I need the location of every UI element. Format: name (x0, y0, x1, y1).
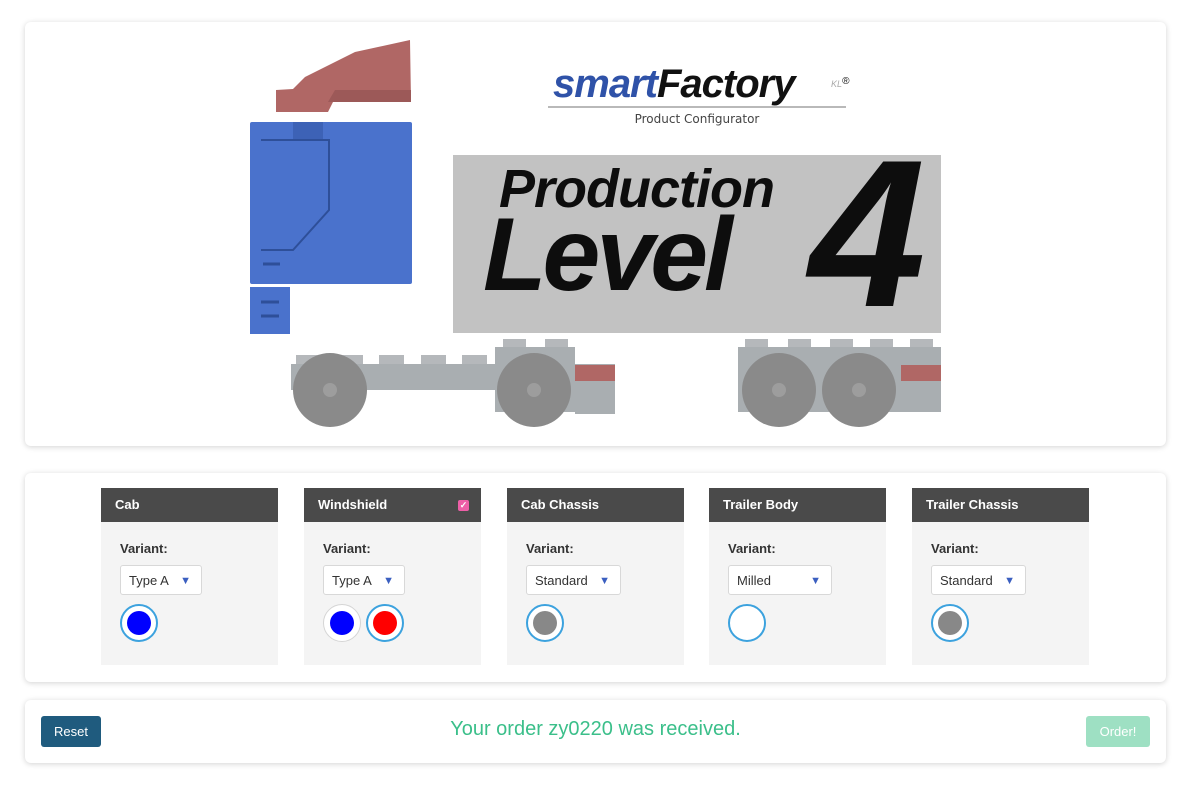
logo-suffix: KL® (831, 76, 849, 89)
color-swatch-red[interactable] (366, 604, 404, 642)
cab-chassis-variant-select[interactable]: Standard ▼ (526, 565, 621, 595)
color-swatch-blue[interactable] (120, 604, 158, 642)
select-value: Standard (535, 573, 588, 588)
logo-underline (548, 106, 846, 108)
trailer-chassis-variant-select[interactable]: Standard ▼ (931, 565, 1026, 595)
variant-label: Variant: (323, 541, 371, 556)
truck-illustration (250, 40, 941, 427)
swatch-dot (127, 611, 151, 635)
panel-title: Cab Chassis (507, 488, 684, 522)
panel-title: Trailer Chassis (912, 488, 1089, 522)
swatch-dot (533, 611, 557, 635)
trailer-text-level: Level (483, 197, 733, 313)
panel-cab-chassis: Cab Chassis Variant: Standard ▼ (507, 488, 684, 665)
color-swatch-grey[interactable] (526, 604, 564, 642)
cab-variant-select[interactable]: Type A ▼ (120, 565, 202, 595)
logo-registered: ® (842, 76, 850, 87)
chevron-down-icon: ▼ (383, 575, 394, 587)
order-button[interactable]: Order! (1086, 716, 1150, 747)
truck-preview-card: Production Level 4 smartFactory KL® Prod… (25, 22, 1166, 446)
panel-trailer-chassis: Trailer Chassis Variant: Standard ▼ (912, 488, 1089, 665)
chevron-down-icon: ▼ (810, 575, 821, 587)
logo-kl: KL (831, 79, 843, 89)
select-value: Milled (737, 573, 771, 588)
chevron-down-icon: ▼ (180, 575, 191, 587)
order-bar: Reset Your order zy0220 was received. Or… (25, 700, 1166, 763)
swatch-dot (938, 611, 962, 635)
configurator-card: Cab Variant: Type A ▼ Windshield ✓ Variant… (25, 473, 1166, 682)
trailer-text-four: 4 (809, 116, 926, 351)
variant-label: Variant: (728, 541, 776, 556)
variant-label: Variant: (931, 541, 979, 556)
panel-title: Trailer Body (709, 488, 886, 522)
logo-smart: smart (553, 62, 658, 106)
chevron-down-icon: ▼ (1004, 575, 1015, 587)
panel-trailer-body: Trailer Body Variant: Milled ▼ (709, 488, 886, 665)
swatch-dot (330, 611, 354, 635)
panel-windshield: Windshield ✓ Variant: Type A ▼ (304, 488, 481, 665)
windshield-variant-select[interactable]: Type A ▼ (323, 565, 405, 595)
select-value: Standard (940, 573, 993, 588)
reset-button[interactable]: Reset (41, 716, 101, 747)
panel-title: Windshield (318, 497, 388, 512)
color-swatch-blue[interactable] (323, 604, 361, 642)
trailer-text-production: Production (499, 159, 775, 219)
logo-subtitle: Product Configurator (634, 112, 760, 126)
variant-label: Variant: (120, 541, 168, 556)
truck-cab (250, 122, 412, 284)
order-status-message: Your order zy0220 was received. (450, 718, 741, 740)
windshield-checkbox[interactable]: ✓ (458, 500, 469, 511)
color-swatch-white[interactable] (728, 604, 766, 642)
color-swatch-grey[interactable] (931, 604, 969, 642)
select-value: Type A (129, 573, 169, 588)
smartfactory-logo: smartFactory (553, 62, 795, 107)
panel-title: Cab (101, 488, 278, 522)
variant-label: Variant: (526, 541, 574, 556)
chevron-down-icon: ▼ (599, 575, 610, 587)
panel-cab: Cab Variant: Type A ▼ (101, 488, 278, 665)
select-value: Type A (332, 573, 372, 588)
logo-factory: Factory (656, 62, 795, 106)
panel-header: Windshield ✓ (304, 488, 481, 522)
trailer-body (453, 155, 941, 333)
swatch-dot (373, 611, 397, 635)
swatch-dot (735, 611, 759, 635)
trailer-body-variant-select[interactable]: Milled ▼ (728, 565, 832, 595)
